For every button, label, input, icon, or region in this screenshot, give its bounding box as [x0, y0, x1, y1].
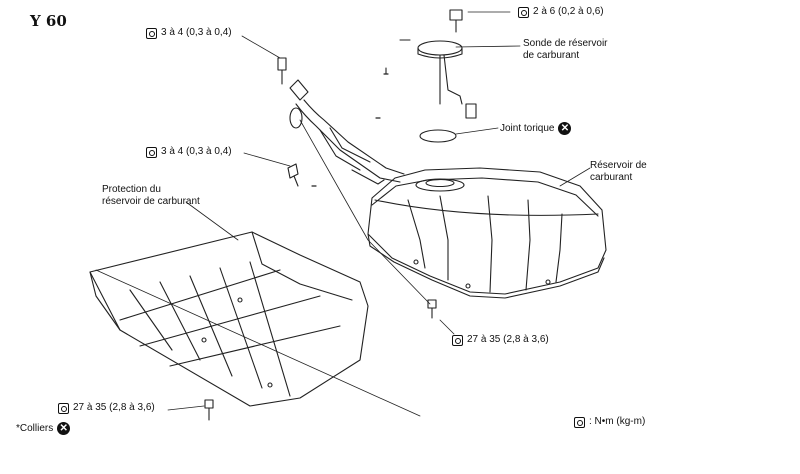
- torque-label-sender-screws: 2 à 6 (0,2 à 0,6): [518, 6, 604, 18]
- torque-label-tank-bolt: 27 à 35 (2,8 à 3,6): [452, 334, 549, 346]
- label-line: Protection du: [102, 184, 161, 195]
- clamp-markers: [311, 73, 389, 187]
- torque-value: 27 à 35 (2,8 à 3,6): [73, 402, 155, 413]
- bolt-drawings: [204, 9, 463, 421]
- torque-label-protector-bolt: 27 à 35 (2,8 à 3,6): [58, 402, 155, 414]
- torque-value: 3 à 4 (0,3 à 0,4): [161, 146, 232, 157]
- torque-wrench-icon: [518, 6, 529, 18]
- o-ring-drawing: [419, 129, 457, 143]
- sender-unit-drawing: [385, 39, 477, 119]
- label-line: réservoir de carburant: [102, 196, 200, 207]
- torque-label-fill-neck-lower: 3 à 4 (0,3 à 0,4): [146, 146, 232, 158]
- label-tank-protector: Protection du réservoir de carburant: [102, 184, 200, 208]
- torque-value: 27 à 35 (2,8 à 3,6): [467, 334, 549, 345]
- legend-text: : N•m (kg-m): [589, 416, 646, 427]
- torque-label-fill-neck-upper: 3 à 4 (0,3 à 0,4): [146, 27, 232, 39]
- torque-wrench-icon: [452, 334, 463, 346]
- note-text: *Colliers: [16, 422, 54, 434]
- unit-legend: : N•m (kg-m): [574, 416, 645, 428]
- fuel-tank-drawing: [367, 167, 607, 299]
- torque-wrench-icon: [574, 416, 585, 428]
- tank-protector-drawing: [89, 231, 369, 407]
- torque-wrench-icon: [58, 402, 69, 414]
- leader-lines: [95, 11, 591, 417]
- label-line: Sonde de réservoir: [523, 38, 608, 49]
- torque-value: 3 à 4 (0,3 à 0,4): [161, 27, 232, 38]
- label-line: carburant: [590, 172, 633, 183]
- replace-x-icon: ✕: [57, 422, 71, 435]
- filler-neck-drawing: [289, 79, 405, 185]
- label-line: Réservoir de: [590, 160, 647, 171]
- replace-x-icon: ✕: [558, 122, 572, 135]
- torque-wrench-icon: [146, 146, 157, 158]
- torque-value: 2 à 6 (0,2 à 0,6): [533, 6, 604, 17]
- label-sender-unit: Sonde de réservoir de carburant: [523, 38, 608, 62]
- label-line: Joint torique: [500, 122, 555, 134]
- label-fuel-tank: Réservoir de carburant: [590, 160, 647, 184]
- label-line: de carburant: [523, 50, 580, 61]
- note-clamps: *Colliers ✕: [16, 422, 71, 435]
- label-o-ring: Joint torique ✕: [500, 122, 572, 135]
- torque-wrench-icon: [146, 27, 157, 39]
- model-code: Y 60: [30, 12, 67, 30]
